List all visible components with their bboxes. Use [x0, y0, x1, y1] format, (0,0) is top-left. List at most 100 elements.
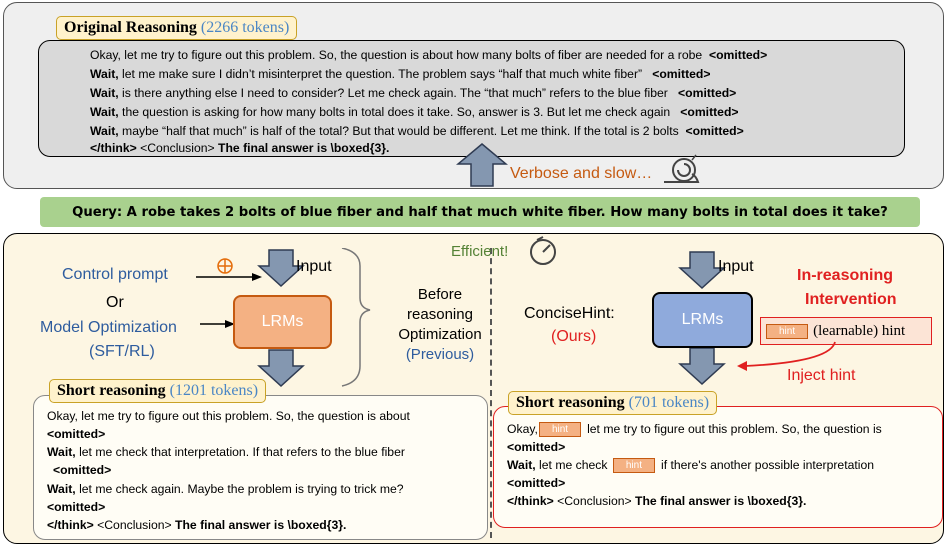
left-input-label: Input — [296, 258, 332, 275]
previous-label: (Previous) — [405, 346, 475, 363]
wait-word: Wait, — [90, 124, 119, 138]
final-answer: The final answer is \boxed{3}. — [175, 518, 347, 532]
wait-word: Wait, — [90, 105, 119, 119]
right-reason-line-3: Wait, let me check hint if there's anothe… — [507, 456, 874, 475]
query-text: Query: A robe takes 2 bolts of blue fibe… — [72, 204, 888, 220]
line-text: Okay, let me try to figure out this prob… — [47, 409, 410, 423]
wait-word: Wait, — [47, 445, 76, 459]
left-reason-line-4: <omitted> — [53, 461, 111, 480]
model-optimization-label: Model Optimization — [40, 319, 177, 336]
line-text: maybe “half that much” is half of the to… — [118, 124, 679, 138]
lrm-box-right: LRMs — [652, 292, 753, 348]
original-line-3: Wait, is there anything else I need to c… — [90, 84, 736, 103]
divider-line — [490, 248, 492, 538]
lrm-label: LRMs — [681, 311, 724, 328]
left-short-reasoning-label: Short reasoning (1201 tokens) — [49, 379, 267, 403]
up-arrow-icon — [456, 143, 508, 187]
original-line-2: Wait, let me make sure I didn’t misinter… — [90, 65, 711, 84]
line-text: the question is asking for how many bolt… — [118, 105, 671, 119]
before-reasoning-label: Before reasoning Optimization (Previous) — [395, 285, 485, 365]
right-reason-line-4: <omitted> — [507, 474, 565, 493]
concisehint-label: ConciseHint: — [524, 305, 615, 322]
line-text: let me make sure I didn’t misinterpret t… — [118, 67, 643, 81]
left-flow-arrows — [196, 248, 371, 388]
omitted-tag: <omitted> — [507, 476, 566, 490]
right-reason-final: </think> <Conclusion> The final answer i… — [507, 492, 806, 511]
left-reason-final: </think> <Conclusion> The final answer i… — [47, 516, 346, 535]
final-answer: The final answer is \boxed{3}. — [218, 141, 390, 155]
ours-label: (Ours) — [551, 328, 597, 345]
original-reasoning-label: Original Reasoning (2266 tokens) — [56, 16, 298, 40]
original-final-line: </think> <Conclusion> The final answer i… — [90, 139, 389, 158]
learnable-hint-label: (learnable) hint — [813, 322, 906, 339]
omitted-tag: <omitted> — [47, 500, 106, 514]
omitted-tag: <omitted> — [685, 124, 744, 138]
control-prompt-label: Control prompt — [62, 266, 168, 283]
wait-word: Wait, — [90, 86, 119, 100]
final-answer: The final answer is \boxed{3}. — [635, 494, 807, 508]
left-reason-line-6: <omitted> — [47, 498, 105, 517]
wait-word: Wait, — [507, 458, 536, 472]
conclusion-tag: <Conclusion> — [93, 518, 176, 532]
omitted-tag: <omitted> — [53, 463, 112, 477]
line-text: let me check that interpretation. If tha… — [79, 445, 405, 459]
original-line-4: Wait, the question is asking for how man… — [90, 103, 739, 122]
left-reason-line-5: Wait, let me check again. Maybe the prob… — [47, 480, 404, 499]
efficient-label: Efficient! — [451, 243, 509, 260]
short-token-count: (701 tokens) — [628, 394, 710, 411]
snail-icon — [664, 154, 700, 183]
query-bar: Query: A robe takes 2 bolts of blue fibe… — [40, 197, 920, 227]
left-reason-line-2: <omitted> — [47, 425, 105, 444]
hint-chip: hint — [538, 422, 582, 438]
learnable-hint-box: hint (learnable) hint — [760, 317, 932, 345]
original-reasoning-box — [38, 40, 905, 157]
wait-word: Wait, — [47, 482, 76, 496]
think-tag: </think> — [47, 518, 94, 532]
line-text: is there anything else I need to conside… — [118, 86, 668, 100]
inject-hint-label: Inject hint — [787, 367, 856, 384]
before-word: Before — [417, 286, 463, 303]
line-text: let me try to figure out this problem. S… — [587, 422, 882, 436]
omitted-tag: <omitted> — [47, 427, 106, 441]
original-token-count: (2266 tokens) — [200, 19, 290, 36]
omitted-tag: <omitted> — [652, 67, 711, 81]
reasoning-word: reasoning — [407, 306, 473, 323]
lrm-label: LRMs — [261, 313, 304, 330]
think-tag: </think> — [90, 141, 137, 155]
optimization-word: Optimization — [398, 326, 482, 343]
right-short-reasoning-label: Short reasoning (701 tokens) — [508, 391, 718, 415]
hint-chip: hint — [766, 323, 809, 339]
line-text: let me check again. Maybe the problem is… — [79, 482, 404, 496]
omitted-tag: <omitted> — [507, 440, 566, 454]
right-reason-line-1: Okay,hint let me try to figure out this p… — [507, 420, 882, 439]
short-reasoning-title: Short reasoning — [516, 394, 625, 411]
or-label: Or — [106, 294, 124, 311]
hint-chip: hint — [612, 458, 655, 474]
right-flow-arrows — [678, 251, 726, 386]
conclusion-tag: <Conclusion> — [136, 141, 219, 155]
omitted-tag: <omitted> — [678, 86, 737, 100]
lrm-box-left: LRMs — [233, 295, 332, 349]
left-reason-line-1: Okay, let me try to figure out this prob… — [47, 407, 410, 426]
intervention-label: Intervention — [805, 291, 897, 308]
conclusion-tag: <Conclusion> — [553, 494, 636, 508]
sft-rl-label: (SFT/RL) — [89, 343, 155, 360]
original-line-1: Okay, let me try to figure out this prob… — [90, 46, 767, 65]
speedometer-icon — [530, 236, 556, 265]
okay-word: Okay, — [507, 422, 538, 436]
short-token-count: (1201 tokens) — [169, 382, 259, 399]
short-reasoning-title: Short reasoning — [57, 382, 166, 399]
original-reasoning-title: Original Reasoning — [64, 19, 197, 36]
original-line-5: Wait, maybe “half that much” is half of … — [90, 122, 744, 141]
verbose-label: Verbose and slow… — [510, 165, 653, 182]
right-reason-line-2: <omitted> — [507, 438, 565, 457]
omitted-tag: <omitted> — [708, 48, 768, 62]
left-reason-line-3: Wait, let me check that interpretation. … — [47, 443, 405, 462]
think-tag: </think> — [507, 494, 554, 508]
line-text: if there's another possible interpretati… — [661, 458, 875, 472]
line-text: Okay, let me try to figure out this prob… — [90, 48, 703, 62]
wait-word: Wait, — [90, 67, 119, 81]
line-text: let me check — [535, 458, 608, 472]
in-reasoning-label: In-reasoning — [797, 267, 894, 284]
right-input-label: Input — [718, 258, 754, 275]
